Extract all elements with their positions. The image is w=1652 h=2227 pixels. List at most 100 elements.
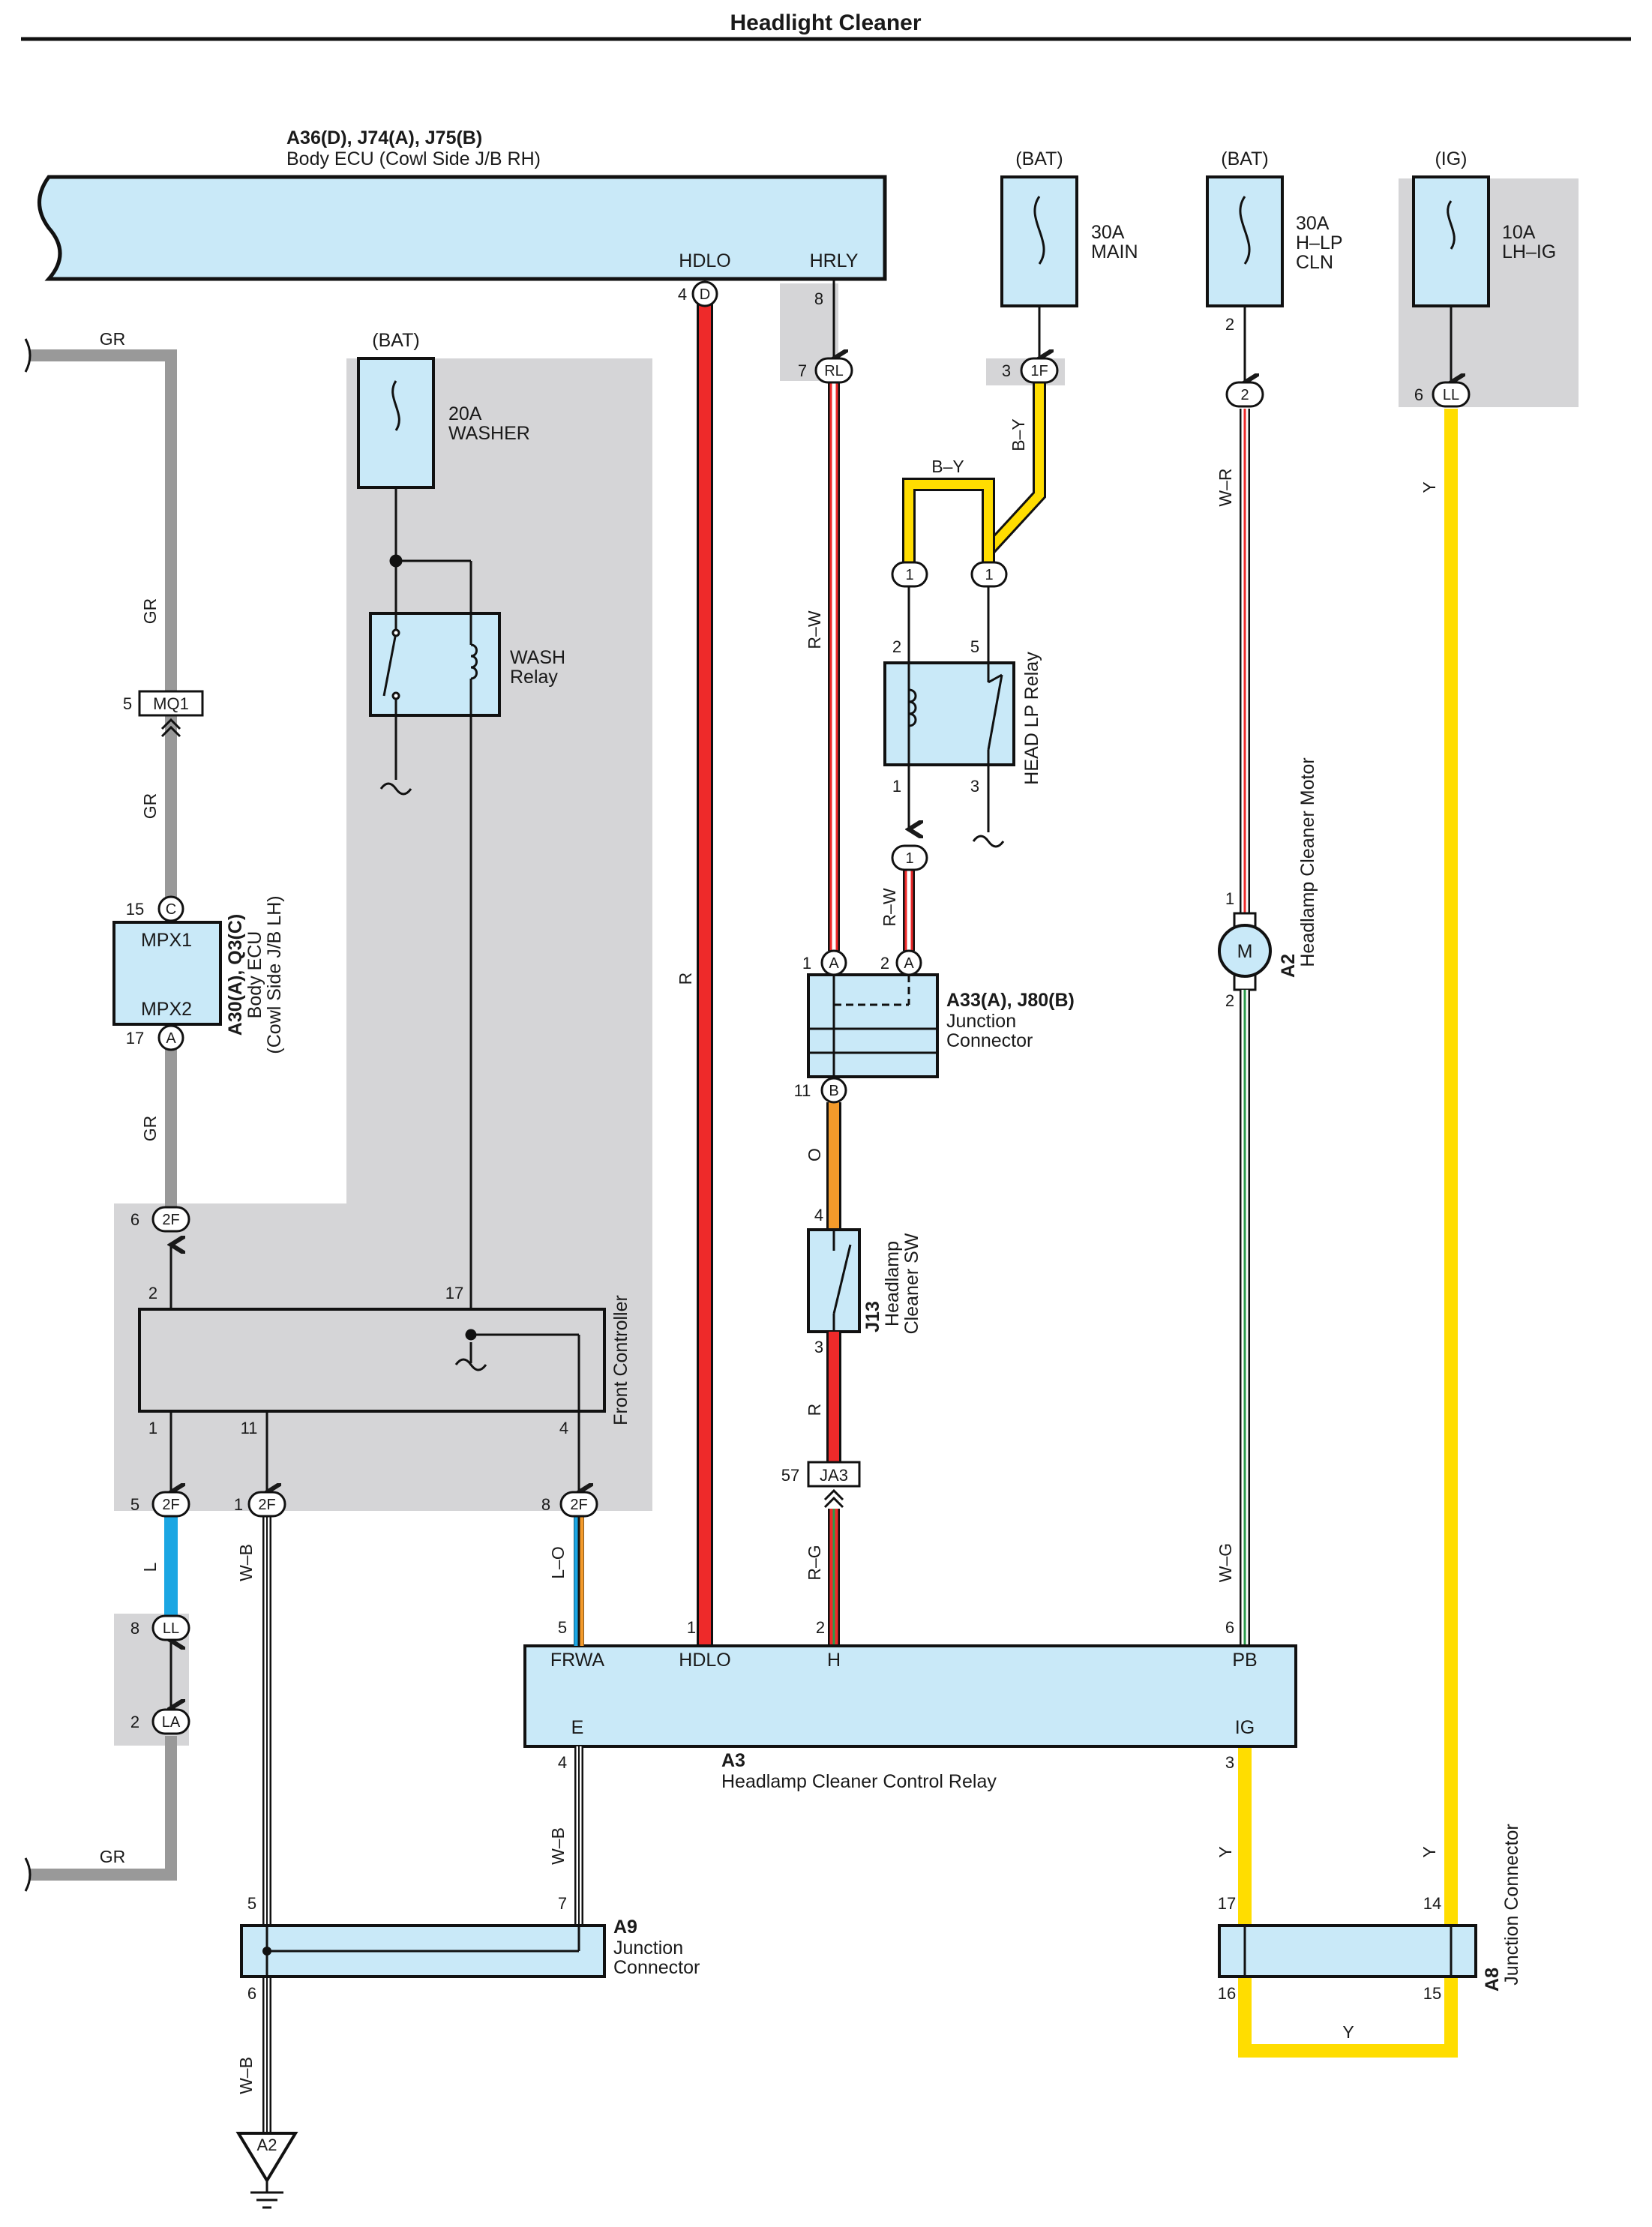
body-ecu-rh-ref: A36(D), J74(A), J75(B) bbox=[286, 127, 482, 148]
wl-gr-3: GR bbox=[140, 793, 160, 820]
pin-2f-8: 8 bbox=[541, 1495, 550, 1514]
motor-ref: A2 bbox=[1278, 954, 1299, 978]
junction-a8 bbox=[1218, 1924, 1477, 1978]
motor-pin-1: 1 bbox=[1225, 889, 1234, 908]
hlp-pin-2: 2 bbox=[892, 637, 901, 656]
ground-icon bbox=[235, 2132, 298, 2184]
connector-ovals bbox=[151, 357, 1471, 1735]
hdlo-pin-label: HDLO bbox=[679, 250, 730, 271]
a3-term-pb: PB bbox=[1232, 1650, 1257, 1671]
a3-ref: A3 bbox=[721, 1750, 745, 1771]
conn-2f-top: 2F bbox=[162, 1212, 179, 1228]
pin-hdlo: 4 bbox=[678, 285, 687, 304]
wl-y-3: Y bbox=[1216, 1846, 1235, 1857]
wash-relay-name1: WASH bbox=[510, 647, 565, 668]
head-lp-relay-name: HEAD LP Relay bbox=[1021, 652, 1042, 785]
body-ecu-rh bbox=[37, 175, 887, 281]
conn-ll-mid: LL bbox=[163, 1620, 179, 1637]
fc-pin-17: 17 bbox=[445, 1284, 463, 1302]
wl-y-1: Y bbox=[1420, 481, 1439, 493]
wl-r-1: R bbox=[676, 973, 695, 985]
fuse-lhig-source: (IG) bbox=[1435, 148, 1467, 169]
pin-la: 2 bbox=[130, 1713, 139, 1731]
a3-pin-5: 5 bbox=[558, 1618, 567, 1637]
wl-wb-1: W–B bbox=[236, 1544, 256, 1581]
a3-term-ig: IG bbox=[1235, 1717, 1255, 1738]
front-controller bbox=[138, 1308, 606, 1413]
a9-name1: Junction bbox=[613, 1938, 683, 1959]
a3-pin-3: 3 bbox=[1225, 1753, 1234, 1772]
hlp-pin-1: 1 bbox=[892, 777, 901, 796]
a8-pin-16: 16 bbox=[1218, 1984, 1236, 2003]
wl-gr-4: GR bbox=[140, 1116, 160, 1142]
fuse-hlp-rating: 30A bbox=[1296, 213, 1330, 234]
fuse-main-icon bbox=[1033, 196, 1045, 265]
a3-pin-2: 2 bbox=[816, 1618, 825, 1637]
pin-hlp: 2 bbox=[1225, 315, 1234, 334]
motor-name: Headlamp Cleaner Motor bbox=[1297, 757, 1318, 967]
wash-relay-internals bbox=[379, 487, 478, 1320]
fuse-washer-name: WASHER bbox=[448, 423, 530, 444]
a9-name2: Connector bbox=[613, 1957, 700, 1978]
a33-conn-a2: A bbox=[904, 955, 914, 972]
a3-name: Headlamp Cleaner Control Relay bbox=[721, 1771, 997, 1792]
body-ecu-lh-name2: (Cowl Side J/B LH) bbox=[264, 895, 285, 1054]
a33-name2: Connector bbox=[946, 1030, 1033, 1051]
conn-2: 2 bbox=[1240, 387, 1249, 403]
a3-term-hdlo: HDLO bbox=[679, 1650, 730, 1671]
pin-hrly: 8 bbox=[814, 289, 823, 308]
fuse-hlp-source: (BAT) bbox=[1221, 148, 1268, 169]
a9-ref: A9 bbox=[613, 1917, 637, 1938]
a33-pin-2: 2 bbox=[880, 954, 889, 973]
wl-wb-3: W–B bbox=[548, 1827, 568, 1865]
pin-2f-1: 1 bbox=[234, 1495, 243, 1514]
sw-name2: Cleaner SW bbox=[901, 1233, 922, 1334]
pin-ja3: 57 bbox=[781, 1466, 799, 1485]
pin-2f-5: 5 bbox=[130, 1495, 139, 1514]
wl-wr: W–R bbox=[1216, 468, 1235, 506]
a8-pin-17: 17 bbox=[1218, 1894, 1236, 1913]
fuse-lhig-rating: 10A bbox=[1502, 222, 1536, 243]
sw-pin-3: 3 bbox=[814, 1338, 823, 1356]
body-ecu-rh-name: Body ECU (Cowl Side J/B RH) bbox=[286, 148, 541, 169]
a3-term-h: H bbox=[827, 1650, 841, 1671]
fc-pin-2: 2 bbox=[148, 1284, 157, 1302]
wl-wg: W–G bbox=[1216, 1543, 1235, 1582]
conn-1b: 1 bbox=[985, 567, 993, 583]
pin-rl: 7 bbox=[798, 361, 807, 380]
body-ecu-lh-name1: Body ECU bbox=[244, 931, 265, 1019]
fuse-main-rating: 30A bbox=[1091, 222, 1125, 243]
fuse-lh-ig bbox=[1412, 175, 1490, 307]
a9-pin-6: 6 bbox=[247, 1984, 256, 2003]
conn-2f-8: 2F bbox=[570, 1497, 587, 1513]
a3-term-frwa: FRWA bbox=[550, 1650, 605, 1671]
fuse-hlp-name1: H–LP bbox=[1296, 232, 1343, 253]
fuse-washer-source: (BAT) bbox=[372, 330, 419, 351]
mpx2-label: MPX2 bbox=[141, 999, 192, 1020]
conn-1a: 1 bbox=[905, 567, 913, 583]
a33-name1: Junction bbox=[946, 1011, 1016, 1032]
a33-pin-1: 1 bbox=[802, 954, 811, 973]
wl-rw-1: R–W bbox=[805, 610, 824, 649]
fuse-main-source: (BAT) bbox=[1015, 148, 1063, 169]
wl-wb-2: W–B bbox=[236, 2057, 256, 2094]
a8-ref: A8 bbox=[1482, 1968, 1503, 1992]
hrly-pin-label: HRLY bbox=[810, 250, 859, 271]
fuse-hlp-icon bbox=[1239, 196, 1251, 265]
diagram-title: Headlight Cleaner bbox=[730, 10, 921, 35]
conn-ja3: JA3 bbox=[820, 1466, 848, 1485]
fuse-lhig-icon bbox=[1447, 200, 1456, 250]
wire-gr-bottom bbox=[30, 1736, 177, 1881]
conn-ll-top: LL bbox=[1443, 387, 1459, 403]
a33-conn-b: B bbox=[829, 1083, 838, 1099]
conn-1f: 1F bbox=[1030, 363, 1048, 379]
wire-y bbox=[1238, 409, 1458, 2058]
a8-pin-14: 14 bbox=[1423, 1894, 1441, 1913]
fuse-hlp-name2: CLN bbox=[1296, 252, 1333, 273]
wl-y-2: Y bbox=[1420, 1846, 1439, 1857]
control-relay-a3 bbox=[523, 1644, 1297, 1748]
a3-pin-4: 4 bbox=[558, 1753, 567, 1772]
fuse-lhig-name: LH–IG bbox=[1502, 241, 1556, 262]
mpx1-label: MPX1 bbox=[141, 930, 192, 951]
